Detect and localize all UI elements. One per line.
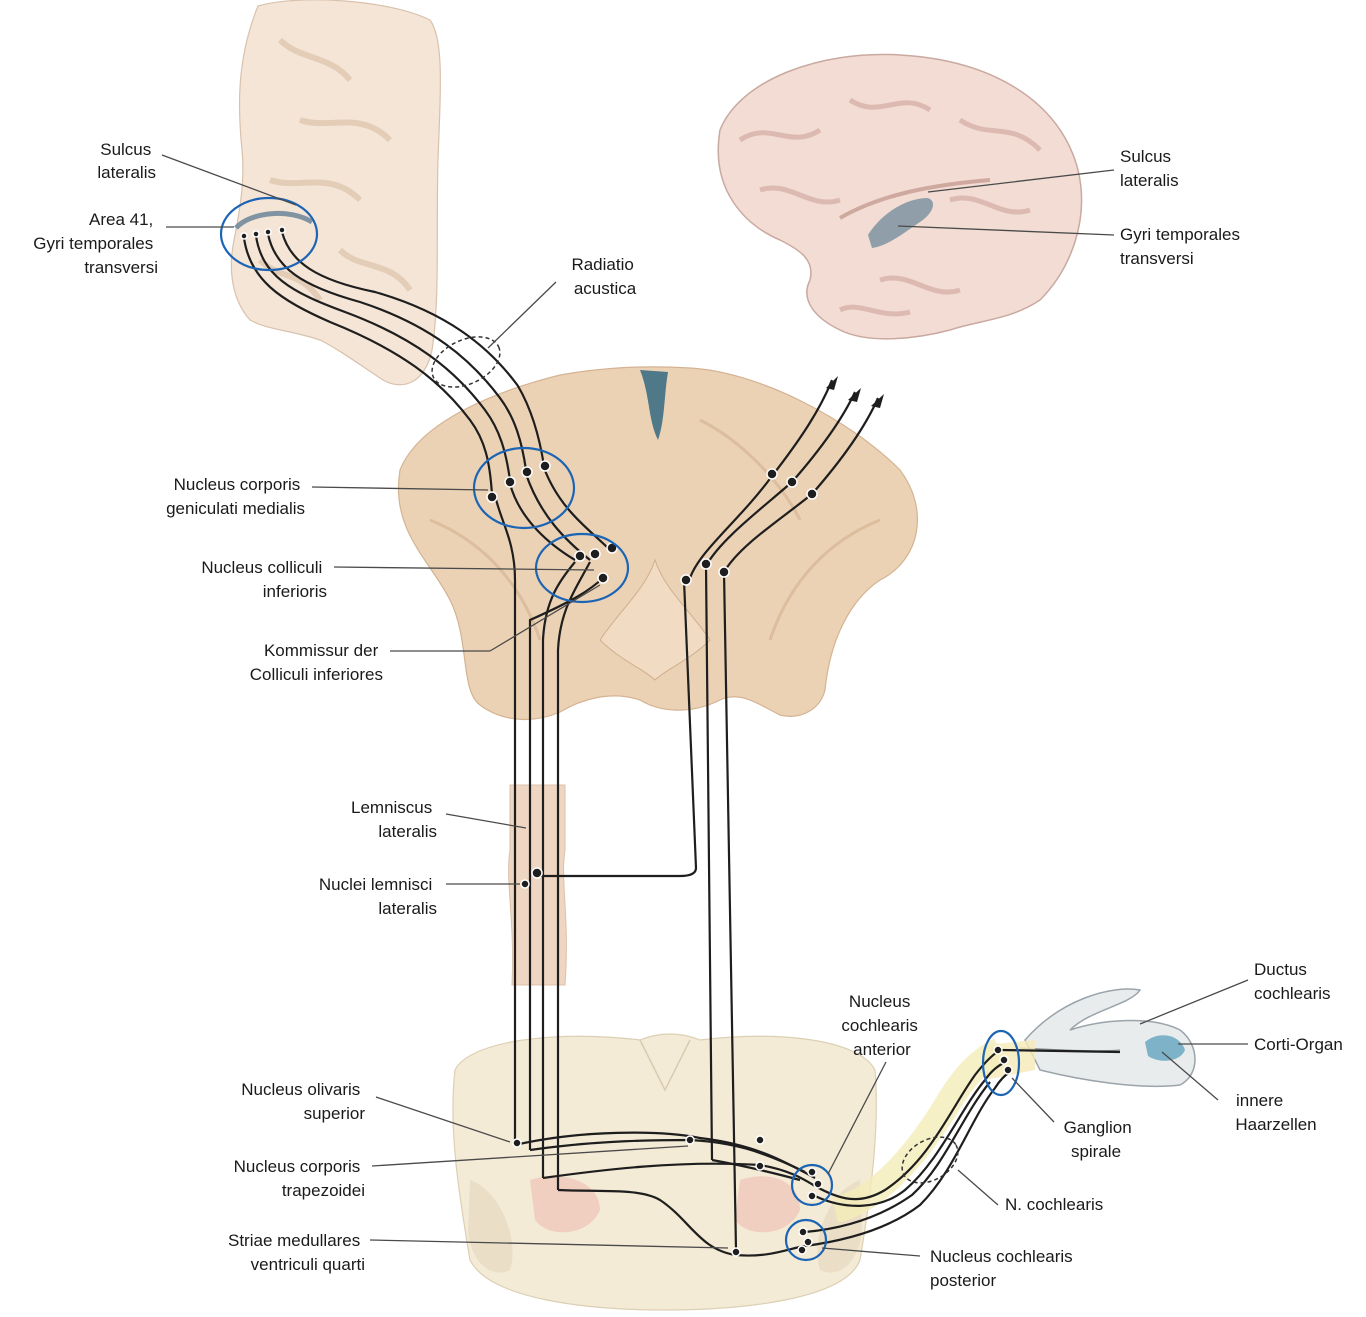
label-gyri-temporales-right: Gyri temporales transversi	[1120, 225, 1245, 268]
label-sulcus-lateralis-left: Sulcus lateralis	[97, 140, 156, 182]
label-n-cochlearis: N. cochlearis	[1005, 1195, 1103, 1214]
lateral-brain-view	[718, 54, 1081, 338]
label-nci: Nucleus colliculi inferioris	[201, 558, 327, 601]
label-olivaris: Nucleus olivaris superior	[241, 1080, 365, 1123]
label-innere-haarzellen: innere Haarzellen	[1235, 1091, 1316, 1134]
label-ductus-cochlearis: Ductus cochlearis	[1254, 960, 1331, 1003]
label-lemniscus: Lemniscus lateralis	[351, 798, 437, 841]
label-striae: Striae medullares ventriculi quarti	[228, 1231, 365, 1274]
label-nca: Nucleus cochlearis anterior	[841, 992, 922, 1059]
cochlea-illustration	[985, 989, 1195, 1086]
label-area41: Area 41, Gyri temporales transversi	[33, 210, 158, 277]
label-nuclei-lemnisci: Nuclei lemnisci lateralis	[319, 875, 437, 918]
label-ganglion-spirale: Ganglion spirale	[1064, 1118, 1137, 1161]
label-ncgm: Nucleus corporis geniculati medialis	[166, 475, 305, 518]
label-radiatio-acustica: Radiatio acustica	[571, 255, 638, 298]
label-trapezoidei: Nucleus corporis trapezoidei	[234, 1157, 365, 1200]
label-kommissur: Kommissur der Colliculi inferiores	[250, 641, 383, 684]
label-sulcus-lateralis-right: Sulcus lateralis	[1120, 147, 1179, 190]
label-ncp: Nucleus cochlearis posterior	[930, 1247, 1077, 1290]
label-corti-organ: Corti-Organ	[1254, 1035, 1343, 1054]
